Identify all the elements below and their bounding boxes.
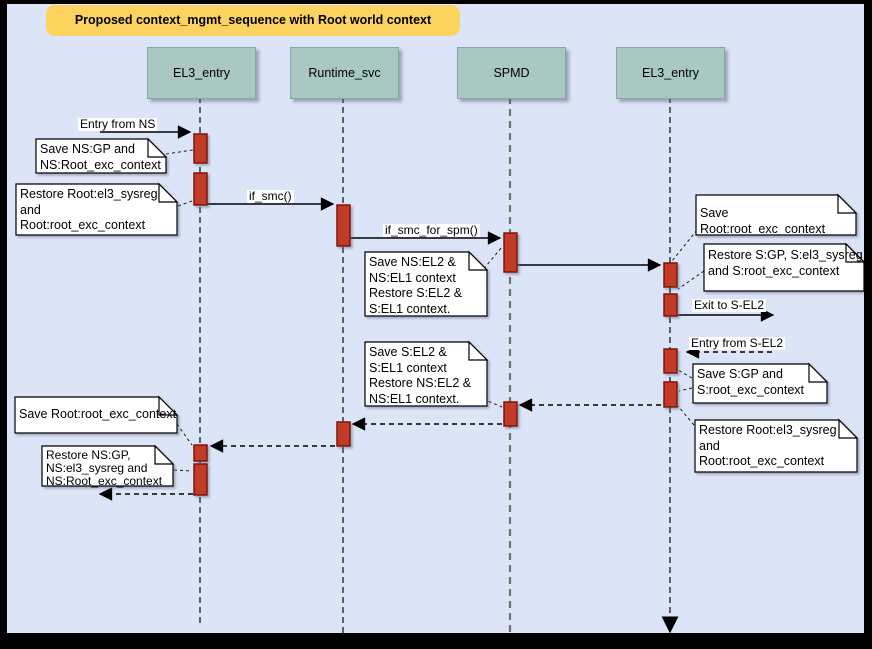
lifeline-label: SPMD xyxy=(493,66,530,80)
note-fold-icon xyxy=(147,137,168,158)
message-label-exit-to-s-el2: Exit to S-EL2 xyxy=(692,298,767,312)
activation-bar xyxy=(503,232,518,273)
frame-border-top xyxy=(0,0,872,4)
note-shape xyxy=(14,396,178,434)
note-shape xyxy=(695,194,857,236)
solid-arrows xyxy=(100,125,775,322)
activation-bar xyxy=(193,444,208,462)
note-fold-icon xyxy=(838,418,859,439)
note-shape xyxy=(41,445,174,487)
note-fold-icon xyxy=(468,250,489,271)
frame-border-bottom xyxy=(0,633,872,649)
lifeline-header-el3-entry-1: EL3_entry xyxy=(147,47,256,99)
note-save-root-exc-right: Save Root:root_exc_context xyxy=(700,206,826,236)
note-save-s-el2: Save S:EL2 & S:EL1 context Restore NS:EL… xyxy=(369,345,472,406)
note-save-ns-el2: Save NS:EL2 & NS:EL1 context Restore S:E… xyxy=(369,255,463,316)
frame-border-right xyxy=(864,0,872,649)
activation-bar xyxy=(193,463,208,496)
note-fold-icon xyxy=(845,242,866,263)
note-shape xyxy=(692,363,828,404)
frame-border-left xyxy=(0,0,7,649)
note-fold-icon xyxy=(468,340,489,361)
lifeline-header-spmd: SPMD xyxy=(457,47,566,99)
activation-bar xyxy=(336,204,351,247)
note-shape xyxy=(35,138,167,174)
note-fold-icon xyxy=(158,395,179,416)
note-restore-s-gp: Restore S:GP, S:el3_sysreg and S:root_ex… xyxy=(708,248,863,278)
note-fold-icon xyxy=(158,182,179,203)
note-shape xyxy=(15,183,178,236)
note-shape xyxy=(694,419,858,473)
lifeline-label: EL3_entry xyxy=(642,66,699,80)
note-fold-icon xyxy=(808,362,829,383)
note-restore-root-sysreg-right: Restore Root:el3_sysreg and Root:root_ex… xyxy=(699,423,837,468)
note-restore-ns-gp: Restore NS:GP, NS:el3_sysreg and NS:Root… xyxy=(46,448,163,488)
lifeline-dashed-lines xyxy=(199,97,679,634)
lifeline-header-runtime-svc: Runtime_svc xyxy=(290,47,399,99)
note-save-s-gp: Save S:GP and S:root_exc_context xyxy=(697,367,805,397)
dashed-return-arrows xyxy=(98,345,772,501)
lifeline-label: EL3_entry xyxy=(173,66,230,80)
note-save-root-exc-left: Save Root:root_exc_context xyxy=(19,407,177,421)
activation-bar xyxy=(336,421,351,447)
activation-bar xyxy=(663,293,678,317)
diagram-title: Proposed context_mgmt_sequence with Root… xyxy=(46,5,460,36)
note-shapes xyxy=(14,137,866,487)
message-label-entry-from-s-el2: Entry from S-EL2 xyxy=(689,336,786,350)
note-shape xyxy=(364,341,488,407)
note-fold-icon xyxy=(154,444,175,465)
activation-bars xyxy=(193,133,678,496)
message-label-if-smc-for-spm: if_smc_for_spm() xyxy=(383,223,480,237)
note-save-ns-gp: Save NS:GP and NS:Root_exc_context xyxy=(40,142,161,172)
note-fold-icon xyxy=(837,193,858,214)
activation-bar xyxy=(663,348,678,374)
note-shape xyxy=(364,251,488,317)
message-label-if-smc: if_smc() xyxy=(247,189,294,203)
activation-bar xyxy=(663,381,678,408)
activation-bar xyxy=(503,401,518,427)
activation-bar xyxy=(193,172,208,206)
activation-bar xyxy=(663,262,678,288)
lifeline-label: Runtime_svc xyxy=(308,66,381,80)
lifeline-header-el3-entry-2: EL3_entry xyxy=(616,47,725,99)
message-label-entry-from-ns: Entry from NS xyxy=(78,117,158,131)
activation-bar xyxy=(193,133,208,164)
note-restore-root-sysreg-top: Restore Root:el3_sysreg and Root:root_ex… xyxy=(20,187,158,232)
